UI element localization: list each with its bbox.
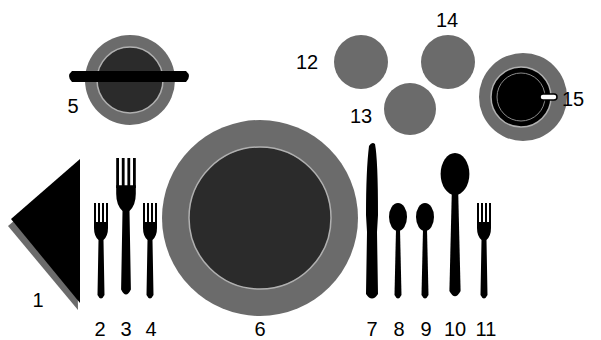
callout-number: 15 <box>562 88 584 110</box>
callout-number: 11 <box>476 318 497 340</box>
callout-number: 1 <box>32 289 43 311</box>
glass <box>421 35 475 89</box>
callout-number: 13 <box>350 105 372 127</box>
saucer <box>479 53 567 141</box>
butter-knife <box>69 71 189 82</box>
callout-number: 8 <box>393 318 404 340</box>
glass <box>384 83 436 135</box>
dinner-fork <box>116 158 136 295</box>
teaspoon <box>416 203 434 299</box>
callout-number: 7 <box>366 318 377 340</box>
glass <box>334 35 388 89</box>
callout-number: 6 <box>254 318 265 340</box>
cup-handle <box>540 94 557 100</box>
fish-fork <box>143 203 157 299</box>
callout-number: 14 <box>436 9 458 31</box>
callout-number: 12 <box>296 51 318 73</box>
soup-spoon <box>389 203 407 299</box>
dinner-plate-center <box>189 147 331 289</box>
callout-number: 9 <box>420 318 431 340</box>
dinner-knife <box>366 143 378 299</box>
dinner-plate <box>162 120 358 316</box>
callout-number: 4 <box>145 318 156 340</box>
callout-number: 3 <box>120 318 131 340</box>
salad-fork <box>94 203 108 299</box>
serving-spoon <box>441 153 470 296</box>
oyster-fork <box>477 203 491 299</box>
cup-rim <box>497 73 545 121</box>
callout-number: 10 <box>444 318 466 340</box>
napkin <box>11 159 80 303</box>
callout-number: 5 <box>67 95 78 117</box>
callout-number: 2 <box>94 318 105 340</box>
